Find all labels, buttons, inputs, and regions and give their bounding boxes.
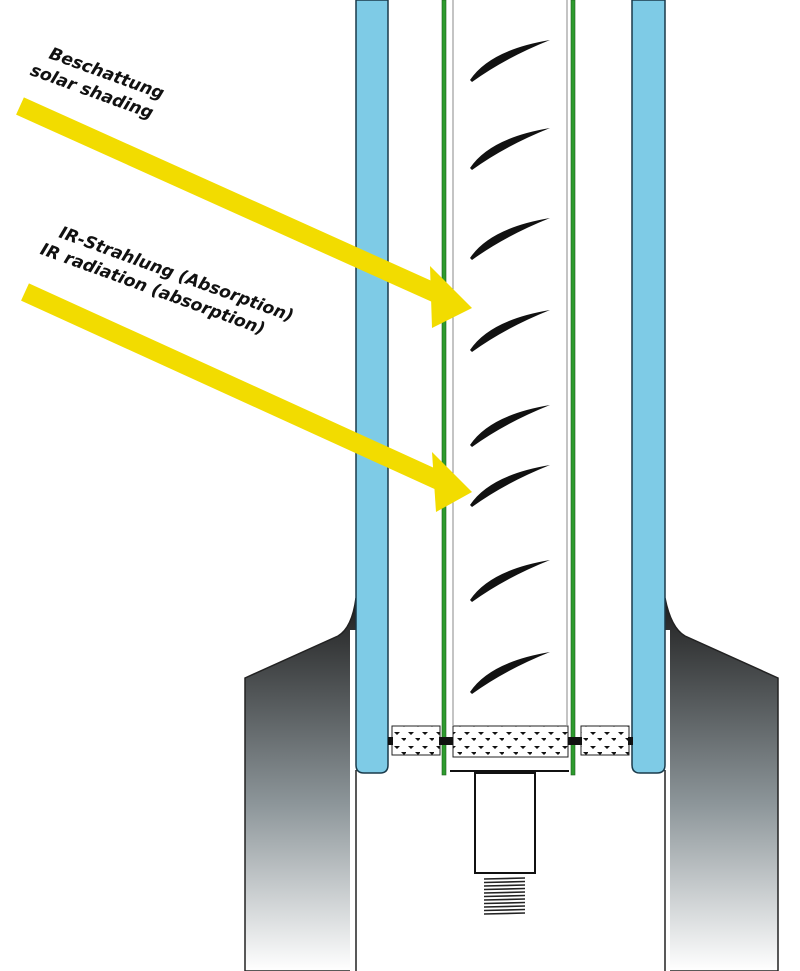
thread-line xyxy=(483,905,526,908)
thread-line xyxy=(483,891,526,894)
thread-line xyxy=(483,901,526,905)
frame-left xyxy=(244,597,357,971)
thread-line xyxy=(483,887,526,891)
thread-line xyxy=(483,877,526,880)
spacer-left xyxy=(391,725,441,756)
spacer-center xyxy=(452,725,569,758)
spacer-right xyxy=(580,725,630,756)
thread-line xyxy=(483,908,526,912)
thread-line xyxy=(483,884,526,887)
blind-slats xyxy=(470,40,550,694)
inner-pane-right xyxy=(570,0,576,776)
slat xyxy=(470,218,550,260)
threaded-shaft xyxy=(483,877,526,915)
inner-pane-left xyxy=(441,0,447,776)
slat xyxy=(470,405,550,447)
slat xyxy=(470,310,550,352)
arrow-ir-radiation xyxy=(21,283,472,512)
thread-line xyxy=(483,894,526,898)
slat xyxy=(470,465,550,507)
arrow-solar-shading xyxy=(16,97,472,328)
glass-pane-right xyxy=(631,0,666,774)
thread-line xyxy=(483,898,526,901)
drive-motor xyxy=(474,772,536,874)
thread-line xyxy=(483,880,526,884)
frame-right xyxy=(664,597,779,971)
slat xyxy=(470,128,550,170)
slat xyxy=(470,560,550,602)
glass-pane-left xyxy=(355,0,389,774)
slat xyxy=(470,40,550,82)
thread-line xyxy=(483,912,526,915)
